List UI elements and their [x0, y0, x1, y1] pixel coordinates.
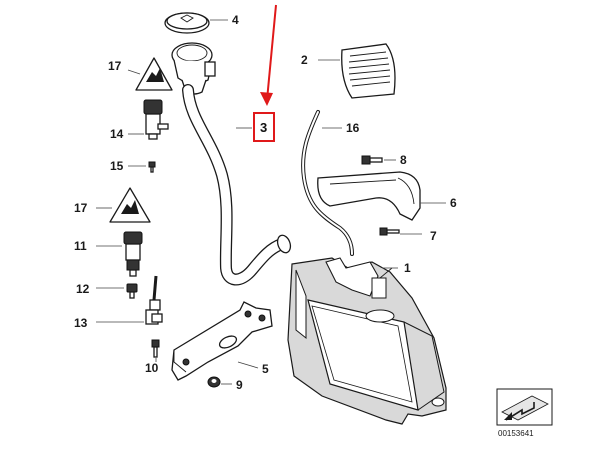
callout-1: 1	[404, 261, 411, 275]
screw-12-part	[126, 283, 138, 299]
filler-neck-part	[171, 42, 216, 95]
callout-2: 2	[301, 53, 308, 67]
callout-5: 5	[262, 362, 269, 376]
highlight-arrow	[260, 4, 277, 106]
callout-17-top: 17	[108, 59, 122, 73]
grille-part	[341, 43, 396, 99]
callout-11: 11	[74, 239, 87, 253]
callout-10: 10	[145, 361, 159, 375]
callout-3: 3	[260, 120, 267, 135]
screw-15-part	[148, 161, 156, 173]
pump-11-part	[123, 231, 143, 277]
bolt-8-part	[361, 155, 383, 165]
callout-14: 14	[110, 127, 124, 141]
warning-label-17-middle	[109, 187, 151, 223]
callout-8: 8	[400, 153, 407, 167]
cap-part	[164, 12, 210, 34]
pump-14-part	[143, 99, 169, 140]
callout-6: 6	[450, 196, 457, 210]
reservoir-tank-part	[287, 257, 447, 425]
filler-hose-part	[182, 84, 292, 286]
arrow-icon	[504, 412, 512, 420]
reference-icon-box	[496, 388, 553, 426]
callout-4: 4	[232, 13, 239, 27]
callout-7: 7	[430, 229, 437, 243]
bracket-6-part	[317, 171, 421, 221]
sensor-13-part	[145, 275, 163, 325]
callout-16: 16	[346, 121, 360, 135]
callout-15: 15	[110, 159, 124, 173]
reference-number: 00153641	[498, 429, 534, 438]
small-hose-part	[301, 110, 354, 256]
callout-9: 9	[236, 378, 243, 392]
callout-17-middle: 17	[74, 201, 88, 215]
callout-3-highlight-box	[253, 112, 275, 142]
bolt-7-part	[379, 227, 400, 236]
warning-label-17-top	[135, 57, 173, 91]
bolt-10-part	[151, 339, 160, 358]
nut-9-part	[207, 376, 221, 388]
bracket-5-part	[171, 301, 273, 381]
callout-12: 12	[76, 282, 90, 296]
callout-13: 13	[74, 316, 88, 330]
